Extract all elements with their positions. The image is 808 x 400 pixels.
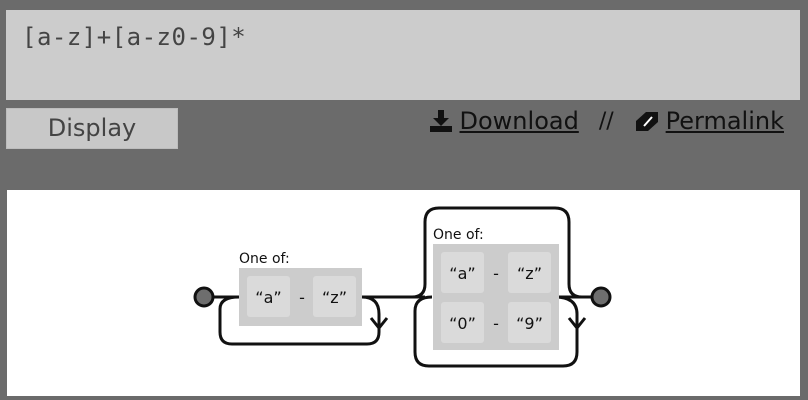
end-node — [590, 286, 612, 308]
range-from-box — [441, 252, 484, 293]
download-icon — [429, 110, 452, 132]
skip-path — [411, 206, 583, 299]
range-dash: - — [493, 314, 499, 333]
range-from-text: “a” — [255, 288, 281, 307]
range-to-box — [508, 302, 551, 343]
range-from-box — [247, 276, 290, 317]
range-to-box — [508, 252, 551, 293]
repeat-arrow-2 — [567, 317, 587, 331]
range-to-text: “z” — [517, 264, 542, 283]
range-from-text: “0” — [449, 314, 476, 333]
repeat-loop-path — [218, 295, 381, 346]
download-label[interactable]: Download — [459, 107, 579, 135]
range-dash: - — [493, 264, 499, 283]
regex-text[interactable]: [a-z]+[a-z0-9]* — [22, 23, 247, 51]
repeat-arrow — [369, 317, 389, 331]
permalink-link[interactable]: Permalink — [634, 107, 784, 135]
download-link[interactable]: Download — [428, 107, 579, 135]
link-icon — [635, 112, 658, 131]
permalink-label[interactable]: Permalink — [665, 107, 784, 135]
range-to-box — [313, 276, 356, 317]
group-1-label: One of: — [239, 251, 290, 267]
railroad-diagram: One of: “a” - “z” One of: “a” - “z” “0” … — [7, 190, 800, 396]
repeat-loop-path-2 — [413, 295, 579, 368]
regex-input[interactable]: [a-z]+[a-z0-9]* — [6, 10, 800, 100]
charset-group-1: One of: “a” - “z” — [239, 251, 362, 326]
charset-group-2: One of: “a” - “z” “0” - “9” — [433, 227, 559, 350]
range-to-text: “z” — [322, 288, 347, 307]
toolbar-links: Download // Permalink — [428, 106, 784, 136]
start-node — [193, 286, 215, 308]
range-to-text: “9” — [516, 314, 543, 333]
group-2-label: One of: — [433, 227, 484, 243]
range-dash: - — [299, 288, 305, 307]
link-separator: // — [598, 108, 614, 134]
railroad-svg: One of: “a” - “z” One of: “a” - “z” “0” … — [193, 206, 612, 368]
range-from-text: “a” — [449, 264, 475, 283]
display-button[interactable]: Display — [6, 108, 178, 149]
range-from-box — [441, 302, 484, 343]
